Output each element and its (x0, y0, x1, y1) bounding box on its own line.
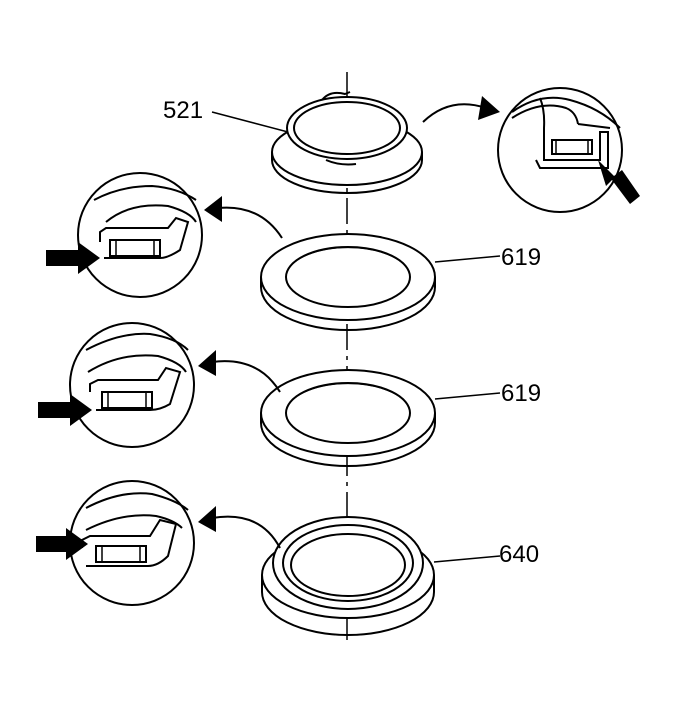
curved-arrow-521 (422, 96, 500, 123)
seal-640 (261, 516, 435, 636)
detail-640 (69, 480, 195, 606)
washer-619-upper (260, 233, 436, 331)
label-521: 521 (163, 97, 203, 124)
pointer-arrow-619-upper (46, 242, 100, 274)
pointer-arrow-640 (36, 528, 88, 560)
label-619-upper: 619 (501, 244, 541, 271)
label-640: 640 (499, 541, 539, 568)
leader-521: 521 (163, 97, 289, 133)
leader-640: 640 (433, 541, 539, 568)
pointer-arrow-619-lower (38, 394, 92, 426)
leader-619-upper: 619 (434, 244, 541, 271)
detail-521 (497, 87, 623, 213)
curved-arrow-640 (198, 506, 281, 549)
curved-arrow-619-upper (204, 196, 283, 239)
seal-521 (271, 91, 423, 194)
washer-619-lower (260, 369, 436, 467)
pointer-arrow-521 (598, 160, 640, 204)
leader-619-lower: 619 (434, 380, 541, 407)
detail-619-upper (77, 172, 203, 298)
detail-619-lower (69, 322, 195, 448)
label-619-lower: 619 (501, 380, 541, 407)
curved-arrow-619-lower (198, 350, 281, 393)
